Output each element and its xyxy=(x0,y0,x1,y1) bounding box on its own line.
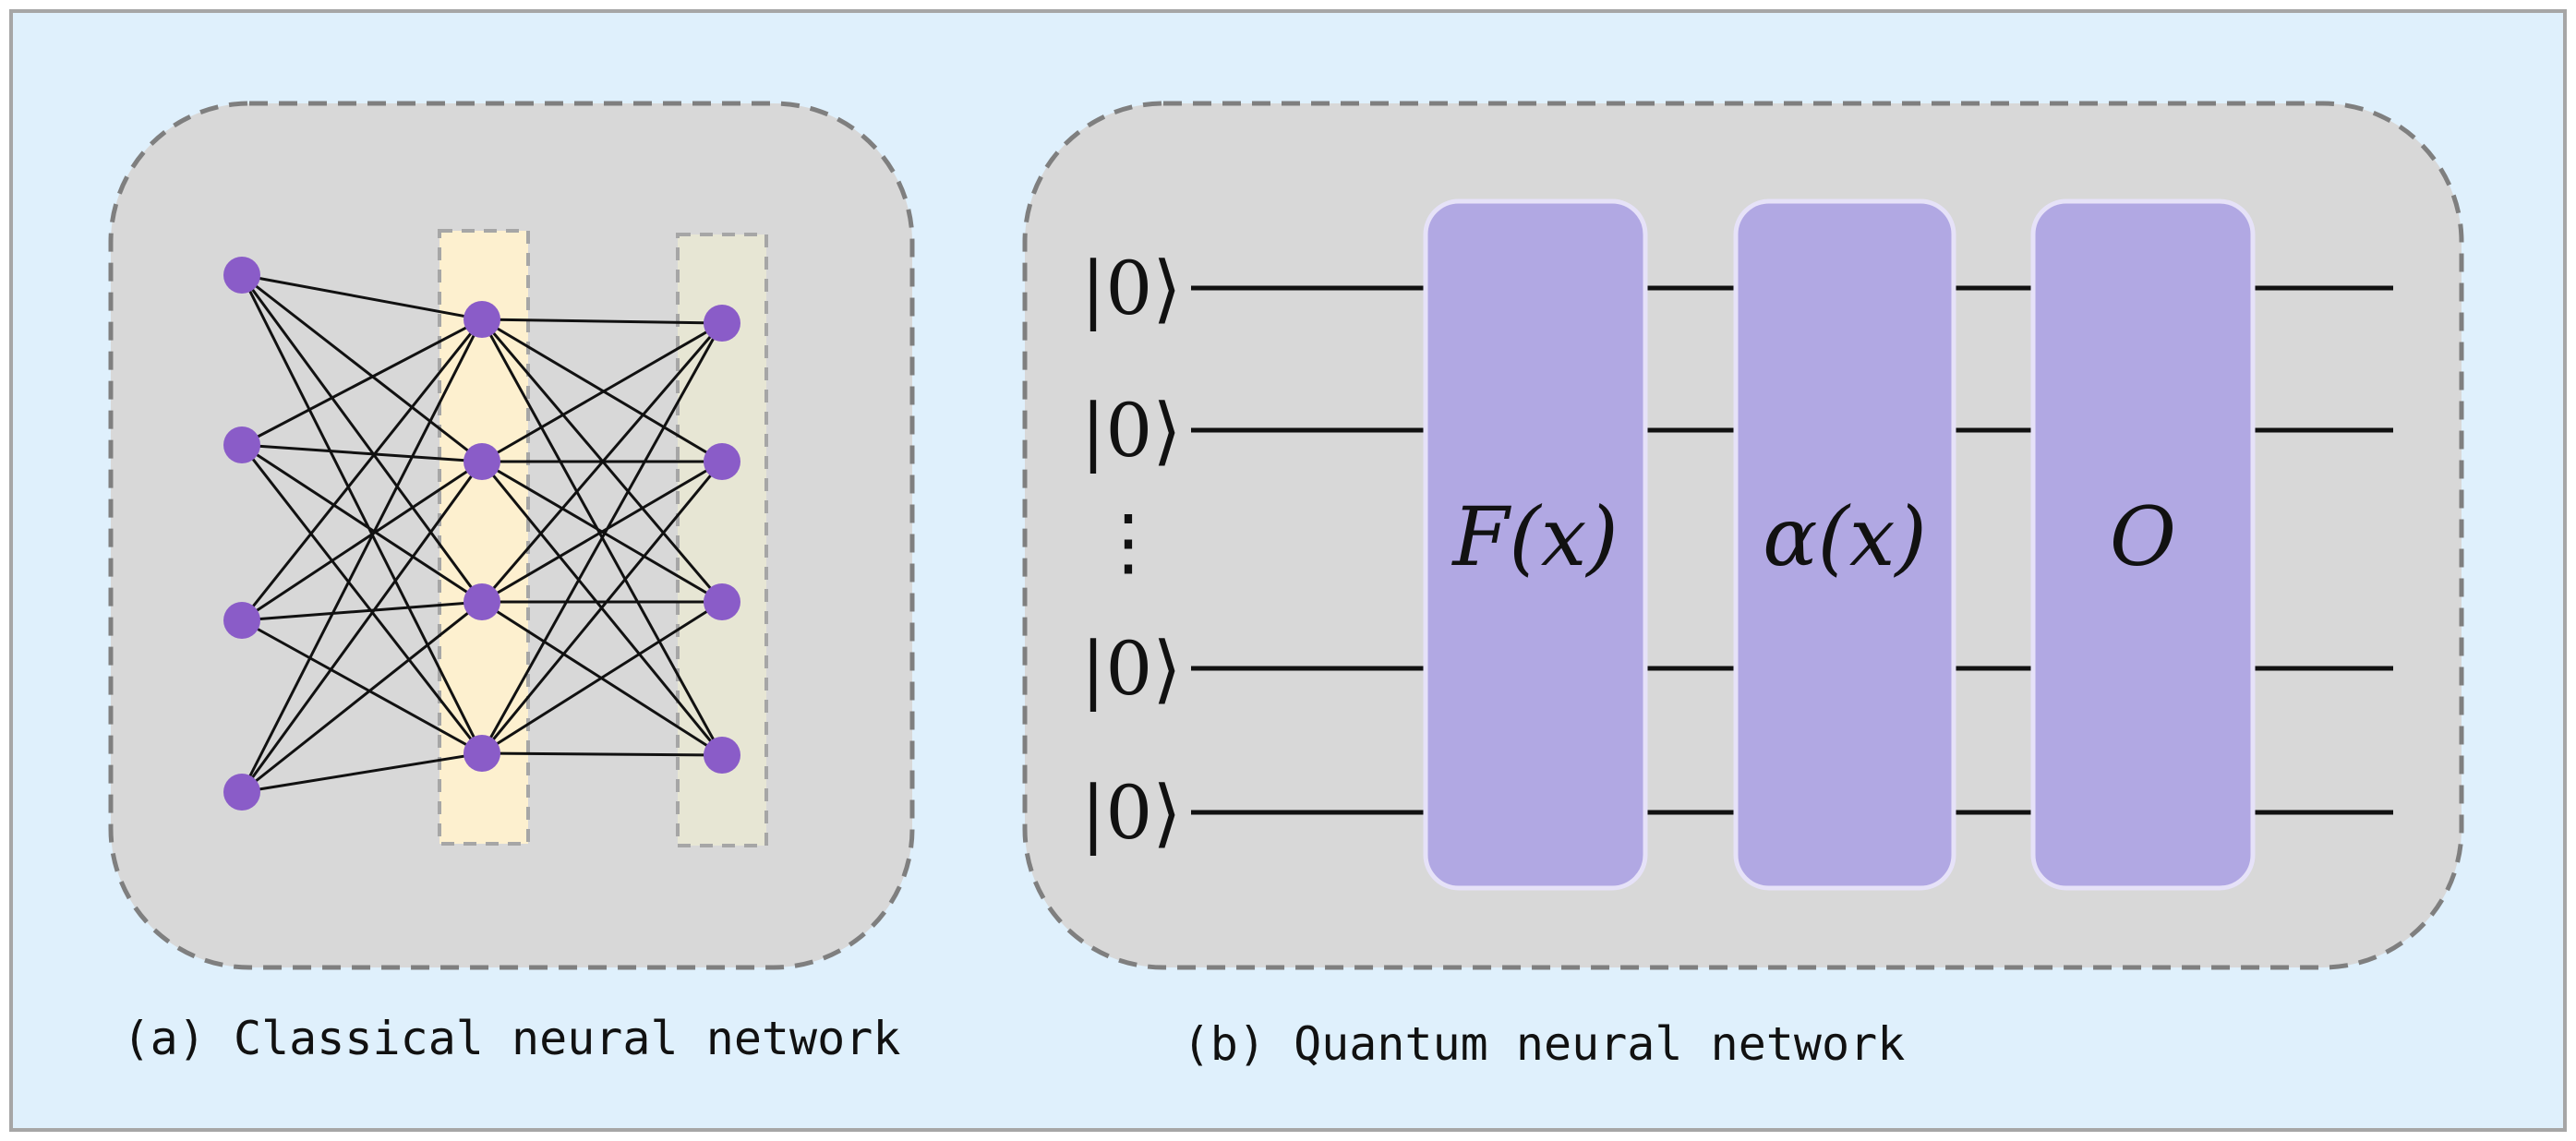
network-node xyxy=(463,735,500,772)
gate-box xyxy=(2030,198,2256,891)
network-edge xyxy=(241,600,483,794)
network-node xyxy=(704,583,740,620)
network-edge xyxy=(480,322,724,603)
network-node xyxy=(223,602,260,639)
gate-box xyxy=(1733,198,1956,891)
network-edge xyxy=(481,318,723,325)
network-edge xyxy=(481,321,723,463)
caption-classical: (a) Classical neural network xyxy=(123,1012,901,1065)
qubit-ellipsis: ⋮ xyxy=(1091,498,1165,584)
network-edge xyxy=(241,751,483,794)
network-edge xyxy=(480,461,724,754)
qubit-input-ket: |0⟩ xyxy=(1080,246,1181,331)
network-node xyxy=(704,737,740,774)
network-edge xyxy=(240,318,484,793)
network-node xyxy=(463,443,500,480)
panel-classical: (a) Classical neural network xyxy=(108,101,915,1065)
network-node xyxy=(704,305,740,342)
network-edge xyxy=(241,619,483,755)
network-edge xyxy=(240,318,484,621)
network-node xyxy=(223,257,260,294)
network-node xyxy=(704,443,740,480)
network-edges xyxy=(240,273,724,794)
network-edge xyxy=(481,600,723,755)
gate-label: F(x) xyxy=(1451,489,1618,584)
network-edge xyxy=(241,273,483,321)
network-edge xyxy=(241,600,483,622)
network-edge xyxy=(241,460,483,622)
qubit-input-ket: |0⟩ xyxy=(1080,626,1181,712)
network-node xyxy=(463,583,500,620)
quantum-gates: F(x) α(x) O xyxy=(1423,198,2256,891)
network-edge xyxy=(240,274,484,754)
network-edge xyxy=(240,461,484,793)
network-edge xyxy=(481,460,723,604)
network-node xyxy=(223,774,260,811)
gate-label: α(x) xyxy=(1763,489,1927,584)
panel-quantum: |0⟩ |0⟩ ⋮ |0⟩ |0⟩ F(x) α(x) O (b) Quantum neur… xyxy=(1022,101,2464,1071)
network-edge xyxy=(481,751,723,757)
qubit-input-ket: |0⟩ xyxy=(1080,770,1181,856)
network-edge xyxy=(240,444,484,754)
qubit-inputs: |0⟩ |0⟩ ⋮ |0⟩ |0⟩ xyxy=(1080,246,1181,856)
gate-label: O xyxy=(2110,489,2176,584)
network-node xyxy=(223,426,260,463)
gate-box xyxy=(1423,198,1648,891)
qubit-wires xyxy=(1191,285,2393,815)
network-edge xyxy=(241,443,483,463)
network-edge xyxy=(241,443,483,604)
network-edge xyxy=(241,318,483,447)
network-edge xyxy=(481,318,723,463)
qubit-input-ket: |0⟩ xyxy=(1080,388,1181,474)
network-edge xyxy=(480,322,724,754)
network-node xyxy=(463,301,500,338)
caption-quantum: (b) Quantum neural network xyxy=(1183,1017,1906,1071)
network-edge xyxy=(241,273,483,463)
network-nodes xyxy=(223,257,740,811)
network-edge xyxy=(240,274,484,603)
